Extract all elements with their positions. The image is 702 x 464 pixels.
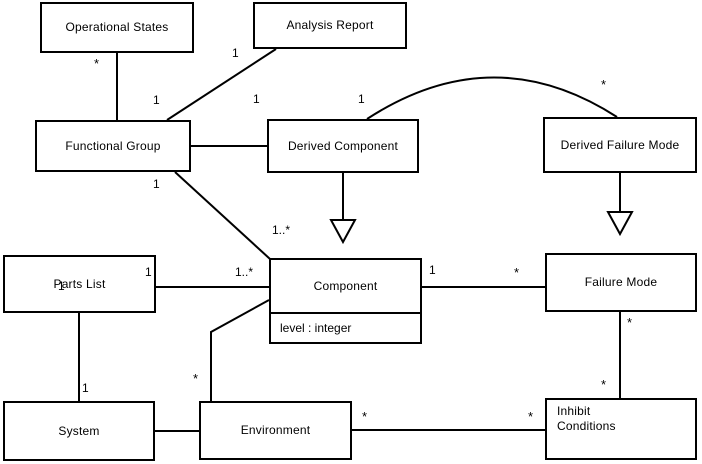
class-box-analysis-report[interactable]: Analysis Report (253, 2, 407, 49)
multiplicity-label-parts-list--component-1: 1..* (235, 265, 254, 279)
association-component--environment[interactable] (210, 299, 270, 401)
class-name-parts-list: Parts List (53, 276, 106, 291)
multiplicity-label-environment--inhibit-conditions-0: * (362, 409, 368, 424)
class-name-functional-group: Functional Group (65, 138, 161, 153)
class-box-parts-list[interactable]: Parts List (3, 255, 156, 313)
multiplicity-label-component--failure-mode-1: * (514, 265, 520, 280)
class-name-derived-component: Derived Component (287, 138, 399, 153)
class-name-operational-states: Operational States (65, 20, 169, 34)
multiplicity-label-functional-group--analysis-report-1: 1 (153, 93, 160, 107)
class-box-component[interactable]: Component level : integer (269, 258, 422, 344)
association-line (166, 48, 277, 121)
class-box-failure-mode[interactable]: Failure Mode (545, 253, 697, 312)
class-box-derived-component[interactable]: Derived Component (267, 119, 419, 173)
association-derived-component--derived-failure-mode[interactable] (366, 76, 618, 120)
multiplicity-label-functional-group--component-0: 1 (153, 177, 160, 191)
class-name-failure-mode: Failure Mode (584, 275, 658, 289)
class-box-operational-states[interactable]: Operational States (40, 2, 194, 53)
class-name-derived-failure-mode: Derived Failure Mode (560, 137, 680, 152)
multiplicity-label-functional-group--component-1: 1..* (272, 223, 291, 237)
multiplicity-label-functional-group--analysis-report-0: 1 (232, 46, 239, 60)
association-line (174, 171, 271, 260)
class-name-environment: Environment (240, 423, 311, 437)
multiplicity-label-parts-list--system-0: 1 (58, 279, 65, 293)
association-derived-failure-mode--failure-mode[interactable] (606, 173, 634, 237)
class-box-derived-failure-mode[interactable]: Derived Failure Mode (543, 117, 697, 173)
multiplicity-label-component--environment-0: * (193, 371, 199, 386)
association-derived-component--component[interactable] (329, 173, 357, 245)
class-box-system[interactable]: System (3, 401, 155, 461)
generalization-arrowhead-icon (606, 211, 634, 237)
generalization-arrowhead-icon (329, 219, 357, 245)
class-box-functional-group[interactable]: Functional Group (35, 120, 191, 172)
association-functional-group--analysis-report[interactable] (166, 48, 277, 121)
association-functional-group--component[interactable] (174, 171, 271, 260)
multiplicity-label-derived-component--derived-failure-mode-0: 1 (358, 92, 365, 106)
class-name-analysis-report: Analysis Report (286, 18, 374, 32)
multiplicity-label-failure-mode--inhibit-conditions-0: * (627, 315, 633, 330)
class-name-system: System (58, 423, 100, 438)
multiplicity-label-operational-states--functional-group-0: * (94, 56, 100, 71)
multiplicity-label-functional-group--derived-component-0: 1 (253, 92, 260, 106)
class-attribute-component-0: level : integer (271, 312, 420, 342)
class-name-component: Component (313, 278, 378, 293)
multiplicity-label-parts-list--system-1: 1 (82, 381, 89, 395)
multiplicity-label-derived-component--derived-failure-mode-1: * (601, 77, 607, 92)
association-line (210, 299, 270, 401)
multiplicity-label-environment--inhibit-conditions-1: * (528, 409, 534, 424)
class-box-environment[interactable]: Environment (199, 401, 352, 460)
multiplicity-label-component--failure-mode-0: 1 (429, 263, 436, 277)
multiplicity-label-parts-list--component-0: 1 (145, 265, 152, 279)
association-line (366, 76, 618, 120)
multiplicity-label-failure-mode--inhibit-conditions-1: * (601, 377, 607, 392)
